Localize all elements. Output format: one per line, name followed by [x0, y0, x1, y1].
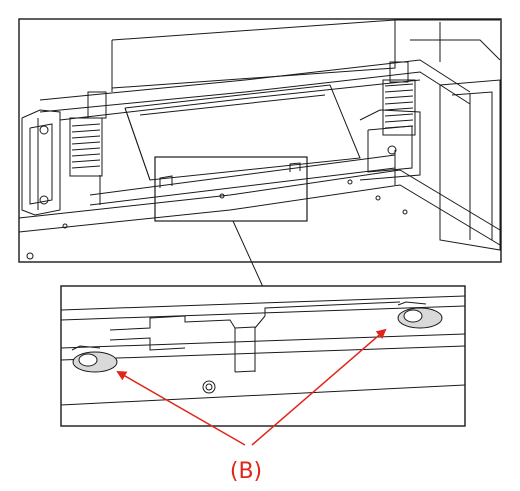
detail-highlight-box [154, 156, 308, 222]
right-bracket [359, 79, 501, 251]
detail-panel [60, 285, 466, 427]
callout-label: (B) [230, 459, 262, 484]
callout-arrow-right [251, 328, 387, 446]
base-plate [18, 169, 501, 231]
detail-frame [60, 285, 466, 427]
left-keyhole-tab [71, 345, 118, 373]
detail-connector [232, 220, 264, 288]
right-keyhole-tab [397, 301, 443, 329]
left-spring [69, 91, 107, 177]
raised-block [109, 315, 236, 372]
callout-arrow-left [116, 371, 246, 446]
callout-b: (B) [116, 328, 387, 484]
overview-frame [18, 18, 502, 263]
rim-outer [39, 59, 471, 101]
mounting-hole [202, 380, 216, 394]
left-bracket [21, 109, 61, 216]
overview-panel [18, 18, 502, 263]
upper-housing [111, 19, 396, 89]
